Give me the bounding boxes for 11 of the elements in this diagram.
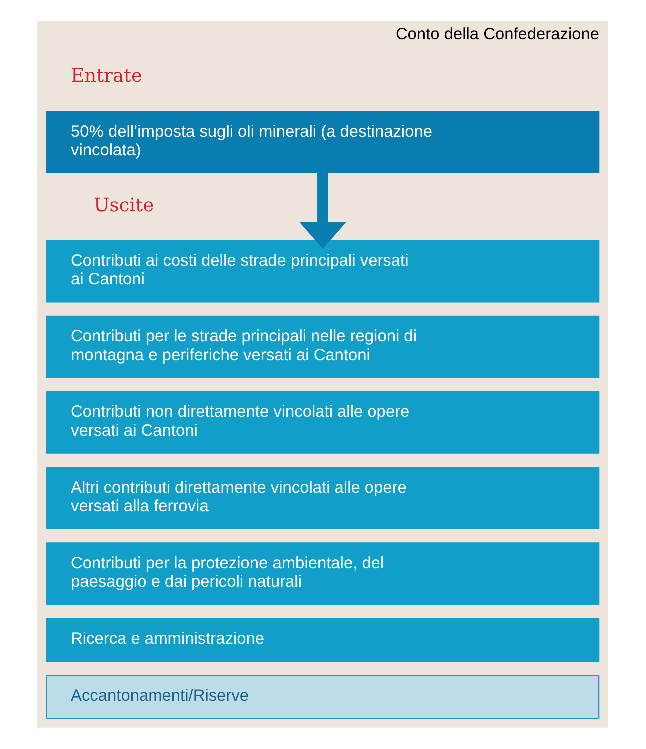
node-box: Ricerca e amministrazione <box>46 618 600 662</box>
node-box: Contributi ai costi delle strade principali versati ai Cantoni <box>46 240 600 303</box>
node-box: 50% dell’imposta sugli oli minerali (a destinazione vincolata) <box>46 111 600 174</box>
label: Entrate <box>71 66 143 88</box>
label: Uscite <box>94 195 154 216</box>
node-box: Accantonamenti/Riserve <box>46 675 600 720</box>
node-box: Contributi non direttamente vincolati alle opere versati ai Cantoni <box>46 391 600 454</box>
arrow <box>299 173 347 250</box>
node-box: Altri contributi direttamente vincolati alle opere versati alla ferrovia <box>46 467 600 530</box>
node-box: Contributi per le strade principali nelle regioni di montagna e periferiche versati ai Cantoni <box>46 316 600 378</box>
node-box: Contributi per la protezione ambientale, del paesaggio e dai pericoli naturali <box>46 542 600 606</box>
